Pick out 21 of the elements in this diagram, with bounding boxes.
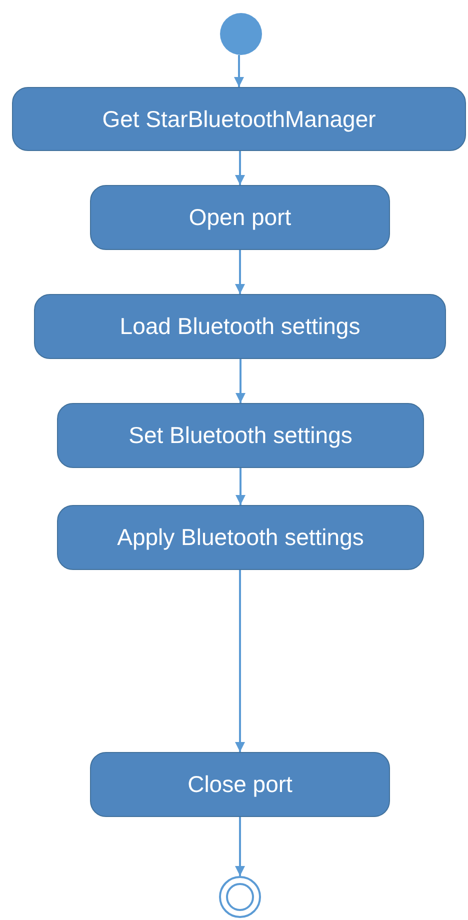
final-node [219, 876, 261, 918]
arrow [234, 55, 244, 87]
arrow [235, 151, 245, 185]
action-label: Close port [188, 771, 292, 798]
arrow [236, 468, 246, 505]
arrow [235, 817, 245, 876]
action-label: Apply Bluetooth settings [117, 524, 364, 551]
initial-node [220, 13, 262, 55]
action-label: Set Bluetooth settings [128, 422, 352, 449]
action-box [12, 87, 466, 151]
arrow [235, 570, 245, 752]
arrow [235, 250, 245, 294]
action-box [90, 752, 390, 817]
action-box [57, 403, 424, 468]
action-box [90, 185, 390, 250]
action-box [34, 294, 446, 359]
action-box [57, 505, 424, 570]
action-label: Get StarBluetoothManager [102, 106, 376, 132]
arrow [236, 359, 246, 403]
action-label: Load Bluetooth settings [120, 313, 360, 340]
action-label: Open port [188, 204, 292, 231]
